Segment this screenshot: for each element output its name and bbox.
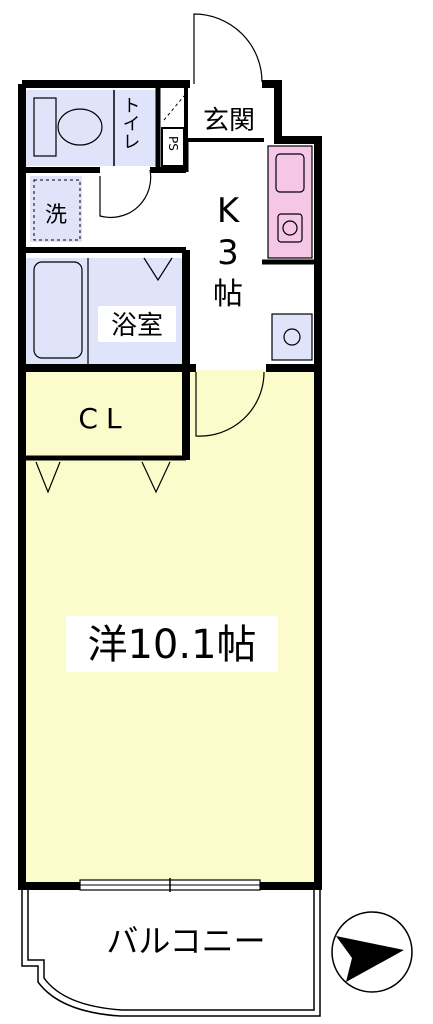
north-arrow-icon — [331, 911, 413, 993]
entrance-label-bg — [194, 100, 264, 134]
washer-box — [33, 179, 81, 241]
bathroom-label-bg — [98, 306, 176, 342]
kitchen-stove-icon — [277, 213, 303, 243]
closet-label: CL — [78, 402, 129, 435]
balcony-label: バルコニー — [106, 922, 265, 960]
kitchen-k-label: K — [217, 191, 241, 231]
bath-door-mark — [143, 257, 173, 282]
kitchen-counter — [267, 145, 313, 259]
stove-burner-icon — [282, 220, 298, 236]
ps-label: PS — [166, 136, 180, 151]
entrance-step — [163, 95, 185, 121]
entrance-label: 玄関 — [203, 106, 255, 136]
balcony-window — [79, 878, 261, 892]
closet-door-mark — [35, 461, 61, 494]
toilet-label: トイレ — [120, 96, 141, 150]
washer-label: 洗 — [45, 203, 67, 228]
kitchen-size-label: 3 — [217, 233, 239, 273]
toilet-fixture — [33, 97, 103, 157]
interior-walls — [22, 88, 318, 461]
door-swings — [99, 13, 265, 437]
closet-door-mark — [141, 461, 171, 494]
western-room-label: 洋10.1帖 — [87, 622, 256, 668]
kitchen-unit-label: 帖 — [213, 277, 243, 312]
appliance-box — [271, 313, 313, 361]
basin-icon — [283, 328, 301, 346]
kitchen-sink-icon — [275, 153, 305, 193]
bathtub — [33, 261, 83, 359]
bathroom-label: 浴室 — [111, 311, 163, 341]
washer-label-bg — [40, 198, 72, 228]
western-room-label-bg — [66, 616, 278, 672]
balcony-outline — [21, 890, 321, 1017]
